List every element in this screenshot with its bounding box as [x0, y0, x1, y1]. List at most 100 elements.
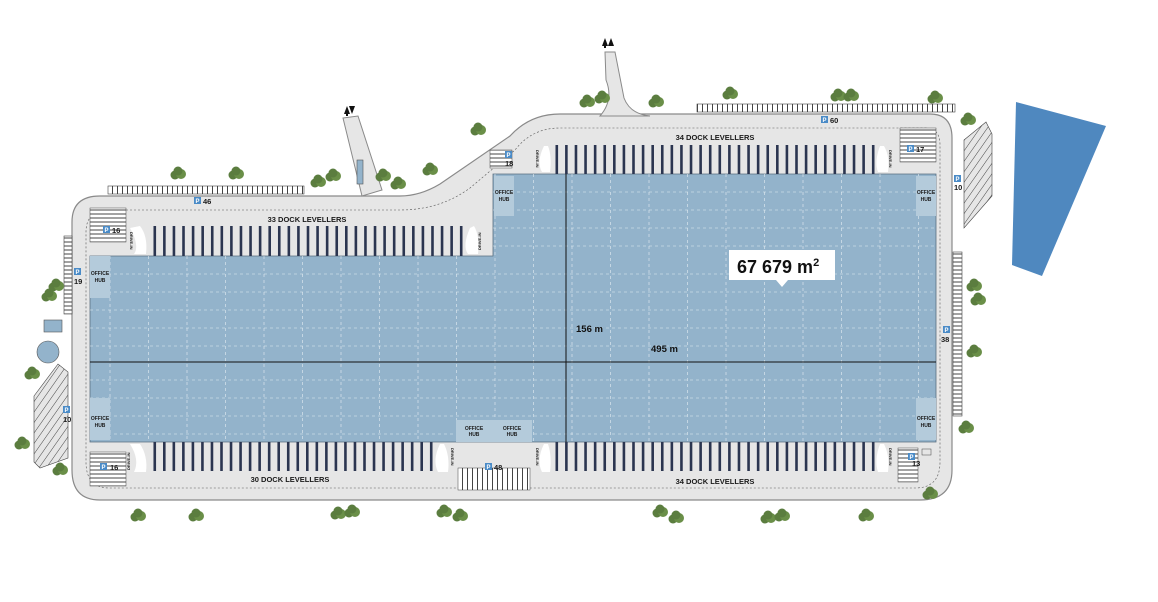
tree — [652, 504, 668, 518]
dock-bay — [689, 145, 693, 174]
tree — [228, 166, 244, 180]
access-road-right — [598, 51, 651, 117]
dock-bay — [660, 145, 664, 174]
office-hub-label: OFFICE HUB — [917, 190, 936, 203]
dock-bay — [201, 442, 204, 471]
dock-bay — [871, 442, 875, 471]
svg-text:DRIVE-IN: DRIVE-IN — [535, 448, 540, 466]
dock-bay — [641, 442, 645, 471]
dock-bay — [344, 442, 347, 471]
dock-bay — [382, 442, 385, 471]
tree — [344, 504, 360, 518]
svg-text:13: 13 — [912, 459, 920, 468]
tree — [14, 436, 30, 450]
dock-bay — [182, 226, 185, 256]
dock-bay — [191, 226, 195, 256]
dock-bay — [230, 226, 233, 256]
dock-bay — [210, 226, 214, 256]
tree — [970, 292, 986, 306]
dock-bay — [651, 145, 654, 174]
dock-bay — [833, 442, 837, 471]
dock-bay — [737, 442, 741, 471]
dock-bay — [660, 442, 664, 471]
svg-text:OFFICE: OFFICE — [917, 416, 936, 422]
dock-bay — [555, 145, 559, 174]
dock-bay — [555, 442, 559, 471]
dock-bay — [785, 145, 789, 174]
parking-strip-46 — [107, 185, 305, 195]
tree — [722, 86, 738, 100]
adjacent-plot — [1012, 102, 1106, 276]
tree — [375, 168, 391, 182]
svg-text:16: 16 — [112, 226, 120, 235]
svg-text:OFFICE: OFFICE — [91, 416, 110, 422]
dock-label-top-right: 34 DOCK LEVELLERS — [676, 133, 755, 142]
dock-bay — [670, 145, 674, 174]
floor-area-value: 67 679 m — [737, 257, 813, 277]
dock-bay — [737, 145, 741, 174]
dock-bay — [670, 442, 674, 471]
dock-bay — [306, 226, 310, 256]
svg-text:P: P — [944, 328, 948, 334]
dock-bay — [325, 226, 329, 256]
svg-text:DRIVE-IN: DRIVE-IN — [129, 232, 134, 250]
tree — [958, 420, 974, 434]
dock-bay — [718, 442, 722, 471]
dock-bay — [622, 442, 626, 471]
dock-bay — [680, 442, 683, 471]
tree — [922, 486, 938, 500]
dock-bay — [258, 226, 262, 256]
dock-bay — [306, 442, 309, 471]
svg-text:HUB: HUB — [507, 432, 518, 438]
svg-text:38: 38 — [941, 335, 949, 344]
dock-bay — [429, 442, 433, 471]
tree — [927, 90, 943, 104]
parking-strip-38 — [952, 251, 963, 417]
svg-text:OFFICE: OFFICE — [917, 190, 936, 196]
dock-bay — [258, 442, 261, 471]
dock-bay — [459, 226, 463, 256]
dock-bay — [191, 442, 195, 471]
dock-bay — [804, 145, 808, 174]
internal-road — [85, 127, 941, 489]
tree — [330, 506, 346, 520]
dock-label-top-left: 33 DOCK LEVELLERS — [268, 215, 347, 224]
svg-text:HUB: HUB — [499, 197, 510, 203]
dock-bay — [392, 226, 396, 256]
svg-text:HUB: HUB — [921, 197, 932, 203]
dock-bay — [354, 226, 358, 256]
water-tank — [36, 340, 60, 364]
parking-strip-10-right — [963, 121, 993, 229]
dock-bay — [776, 145, 779, 174]
dock-bay — [316, 226, 319, 256]
dock-bay — [353, 442, 357, 471]
width-dimension-label: 495 m — [651, 344, 678, 355]
dock-bay — [391, 442, 395, 471]
office-hubs — [90, 176, 936, 442]
dock-bay — [412, 226, 415, 256]
height-dimension-label: 156 m — [576, 324, 603, 335]
dock-bay — [296, 442, 300, 471]
parking-badge-38: P 38 — [941, 326, 950, 344]
office-hub-label: OFFICE HUB — [91, 416, 110, 429]
dock-bay — [776, 442, 779, 471]
parking-badge-16-top: P 16 — [103, 226, 120, 235]
svg-text:HUB: HUB — [469, 432, 480, 438]
dock-bay — [613, 145, 616, 174]
drive-in-labels: DRIVE-IN DRIVE-IN DRIVE-IN DRIVE-IN DRIV… — [126, 150, 893, 470]
tree — [310, 174, 326, 188]
dock-bay — [402, 226, 406, 256]
dock-bay — [287, 226, 291, 256]
parking-badge-17: P 17 — [907, 145, 924, 154]
tree — [52, 462, 68, 476]
tree — [452, 508, 468, 522]
dock-bay — [862, 145, 865, 174]
svg-text:DRIVE-IN: DRIVE-IN — [450, 448, 455, 466]
svg-text:P: P — [955, 177, 959, 183]
parking-badge-10-left: P 10 — [63, 406, 71, 424]
dock-bay — [814, 145, 817, 174]
parking-strip-19 — [63, 235, 73, 315]
svg-text:DRIVE-IN: DRIVE-IN — [535, 150, 540, 168]
dock-bay — [708, 442, 712, 471]
dock-bay — [182, 442, 185, 471]
